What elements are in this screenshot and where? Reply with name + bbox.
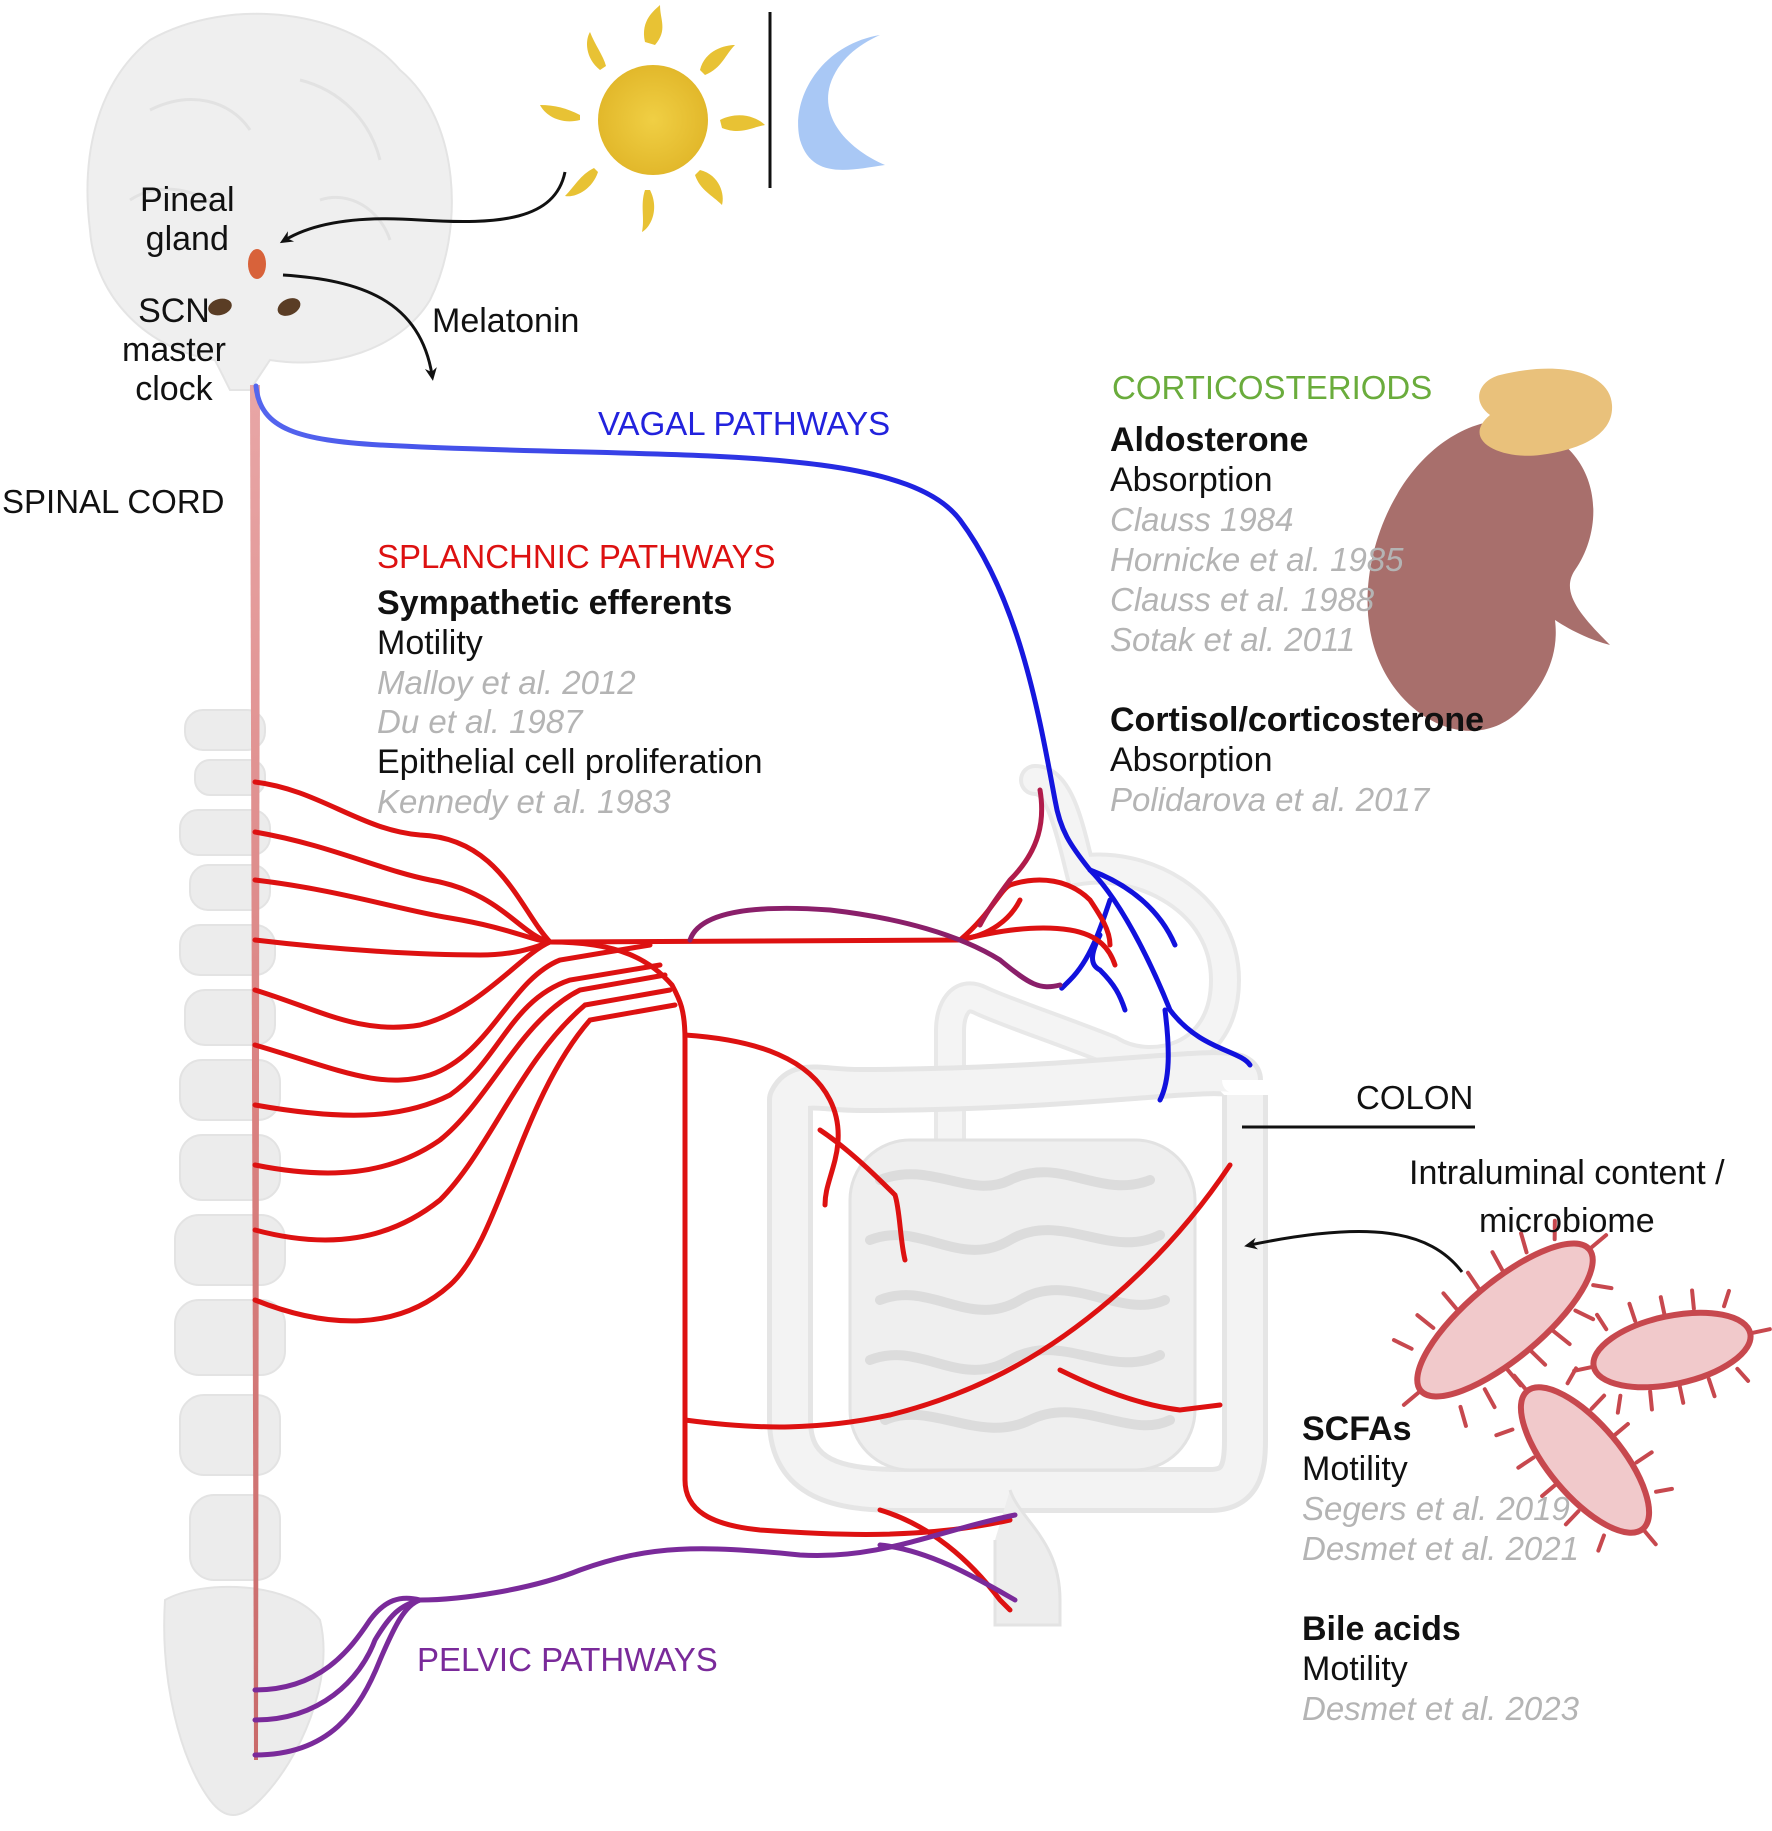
citation: Clauss 1984 [1110, 501, 1294, 538]
melatonin-arrow [282, 273, 437, 381]
spinal-cord-label: SPINAL CORD [2, 483, 225, 520]
bacteria-icon [1391, 1218, 1772, 1553]
epithelial-proliferation-label: Epithelial cell proliferation [377, 743, 763, 781]
citation: Desmet et al. 2021 [1302, 1530, 1579, 1567]
corticosteroids-label: CORTICOSTERIODS [1112, 369, 1433, 406]
brain-icon [86, 12, 453, 391]
gut-icon [767, 764, 1268, 1627]
citation: Desmet et al. 2023 [1302, 1690, 1579, 1727]
scfas-motility-label: Motility [1302, 1450, 1408, 1488]
splanchnic-pathways [252, 779, 1233, 1613]
kidney-icon [1367, 368, 1613, 731]
pineal-gland-icon [248, 249, 266, 279]
splanchnic-motility-label: Motility [377, 624, 483, 662]
spine-icon [163, 709, 325, 1816]
pelvic-pathways [252, 1512, 1018, 1758]
aldosterone-absorption-label: Absorption [1110, 461, 1273, 499]
pelvic-pathways-label: PELVIC PATHWAYS [417, 1641, 718, 1678]
citation: Du et al. 1987 [377, 703, 583, 740]
cortisol-heading: Cortisol/corticosterone [1110, 701, 1485, 739]
microbiome-arrow [1244, 1229, 1464, 1273]
aldosterone-heading: Aldosterone [1110, 421, 1309, 459]
colon-label: COLON [1356, 1079, 1474, 1116]
scfas-heading: SCFAs [1302, 1410, 1412, 1448]
citation: Clauss et al. 1988 [1110, 581, 1375, 618]
pineal-gland-label: Pineal gland [140, 181, 235, 259]
bile-acids-heading: Bile acids [1302, 1610, 1461, 1648]
moon-icon [798, 35, 885, 170]
citation: Sotak et al. 2011 [1110, 621, 1356, 658]
citation: Hornicke et al. 1985 [1110, 541, 1404, 578]
citation: Kennedy et al. 1983 [377, 783, 671, 820]
splanchnic-pathways-label: SPLANCHNIC PATHWAYS [377, 538, 776, 575]
citation: Segers et al. 2019 [1302, 1490, 1570, 1527]
intraluminal-label: Intraluminal content / microbiome [1409, 1154, 1725, 1240]
melatonin-label: Melatonin [432, 302, 580, 340]
scn-left-icon [208, 298, 232, 316]
bile-acids-motility-label: Motility [1302, 1650, 1408, 1688]
cortisol-absorption-label: Absorption [1110, 741, 1273, 779]
light-arrow [279, 171, 567, 244]
citation: Polidarova et al. 2017 [1110, 781, 1430, 818]
vagal-pathways-label: VAGAL PATHWAYS [598, 405, 891, 442]
spinal-cord [250, 385, 260, 1760]
scn-right-icon [277, 298, 301, 316]
citation: Malloy et al. 2012 [377, 664, 636, 701]
scn-master-clock-label: SCN master clock [122, 292, 226, 409]
sun-icon [540, 5, 765, 232]
sympathetic-efferents-heading: Sympathetic efferents [377, 584, 733, 622]
